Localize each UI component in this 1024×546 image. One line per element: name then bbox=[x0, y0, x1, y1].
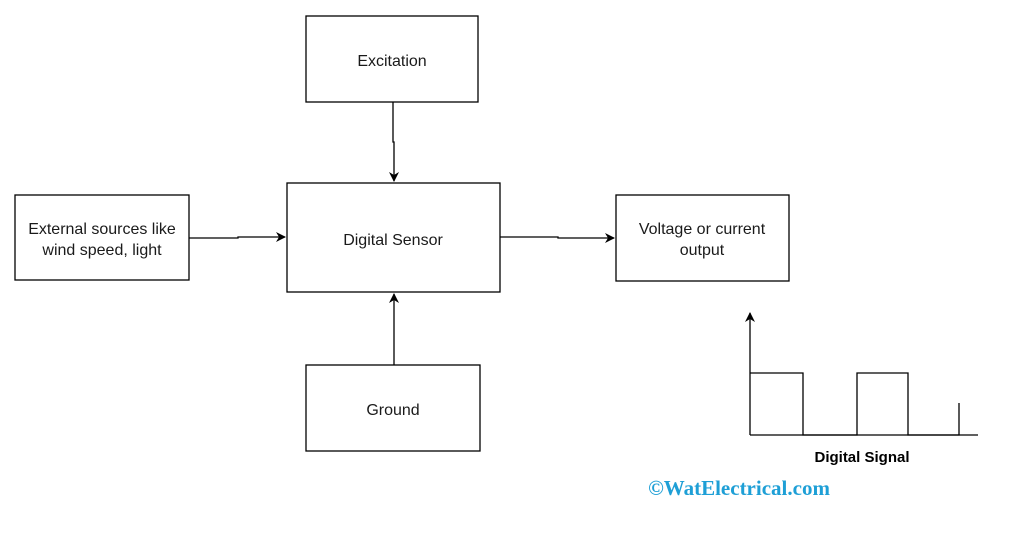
digital-signal-caption: Digital Signal bbox=[814, 449, 909, 466]
digital-sensor-label: Digital Sensor bbox=[343, 232, 443, 249]
excitation-label: Excitation bbox=[357, 53, 426, 70]
excitation-block: Excitation bbox=[305, 15, 479, 103]
digital-sensor-block: Digital Sensor bbox=[286, 182, 501, 293]
external-to-sensor-arrow bbox=[189, 232, 286, 242]
ground-label: Ground bbox=[366, 402, 419, 419]
output-block: Voltage or current output bbox=[615, 194, 790, 282]
output-label-line1: Voltage or current bbox=[639, 221, 766, 238]
digital-signal-plot: Digital Signal bbox=[745, 312, 978, 466]
ground-block: Ground bbox=[305, 364, 481, 452]
external-sources-block: External sources like wind speed, light bbox=[14, 194, 190, 281]
external-sources-label-line1: External sources like bbox=[28, 221, 176, 238]
excitation-to-sensor-arrow bbox=[389, 102, 399, 182]
sensor-to-output-arrow bbox=[500, 233, 615, 243]
output-label-line2: output bbox=[680, 242, 725, 259]
watermark-text: ©WatElectrical.com bbox=[648, 476, 830, 500]
square-wave bbox=[750, 372, 960, 436]
external-sources-label-line2: wind speed, light bbox=[41, 242, 162, 259]
